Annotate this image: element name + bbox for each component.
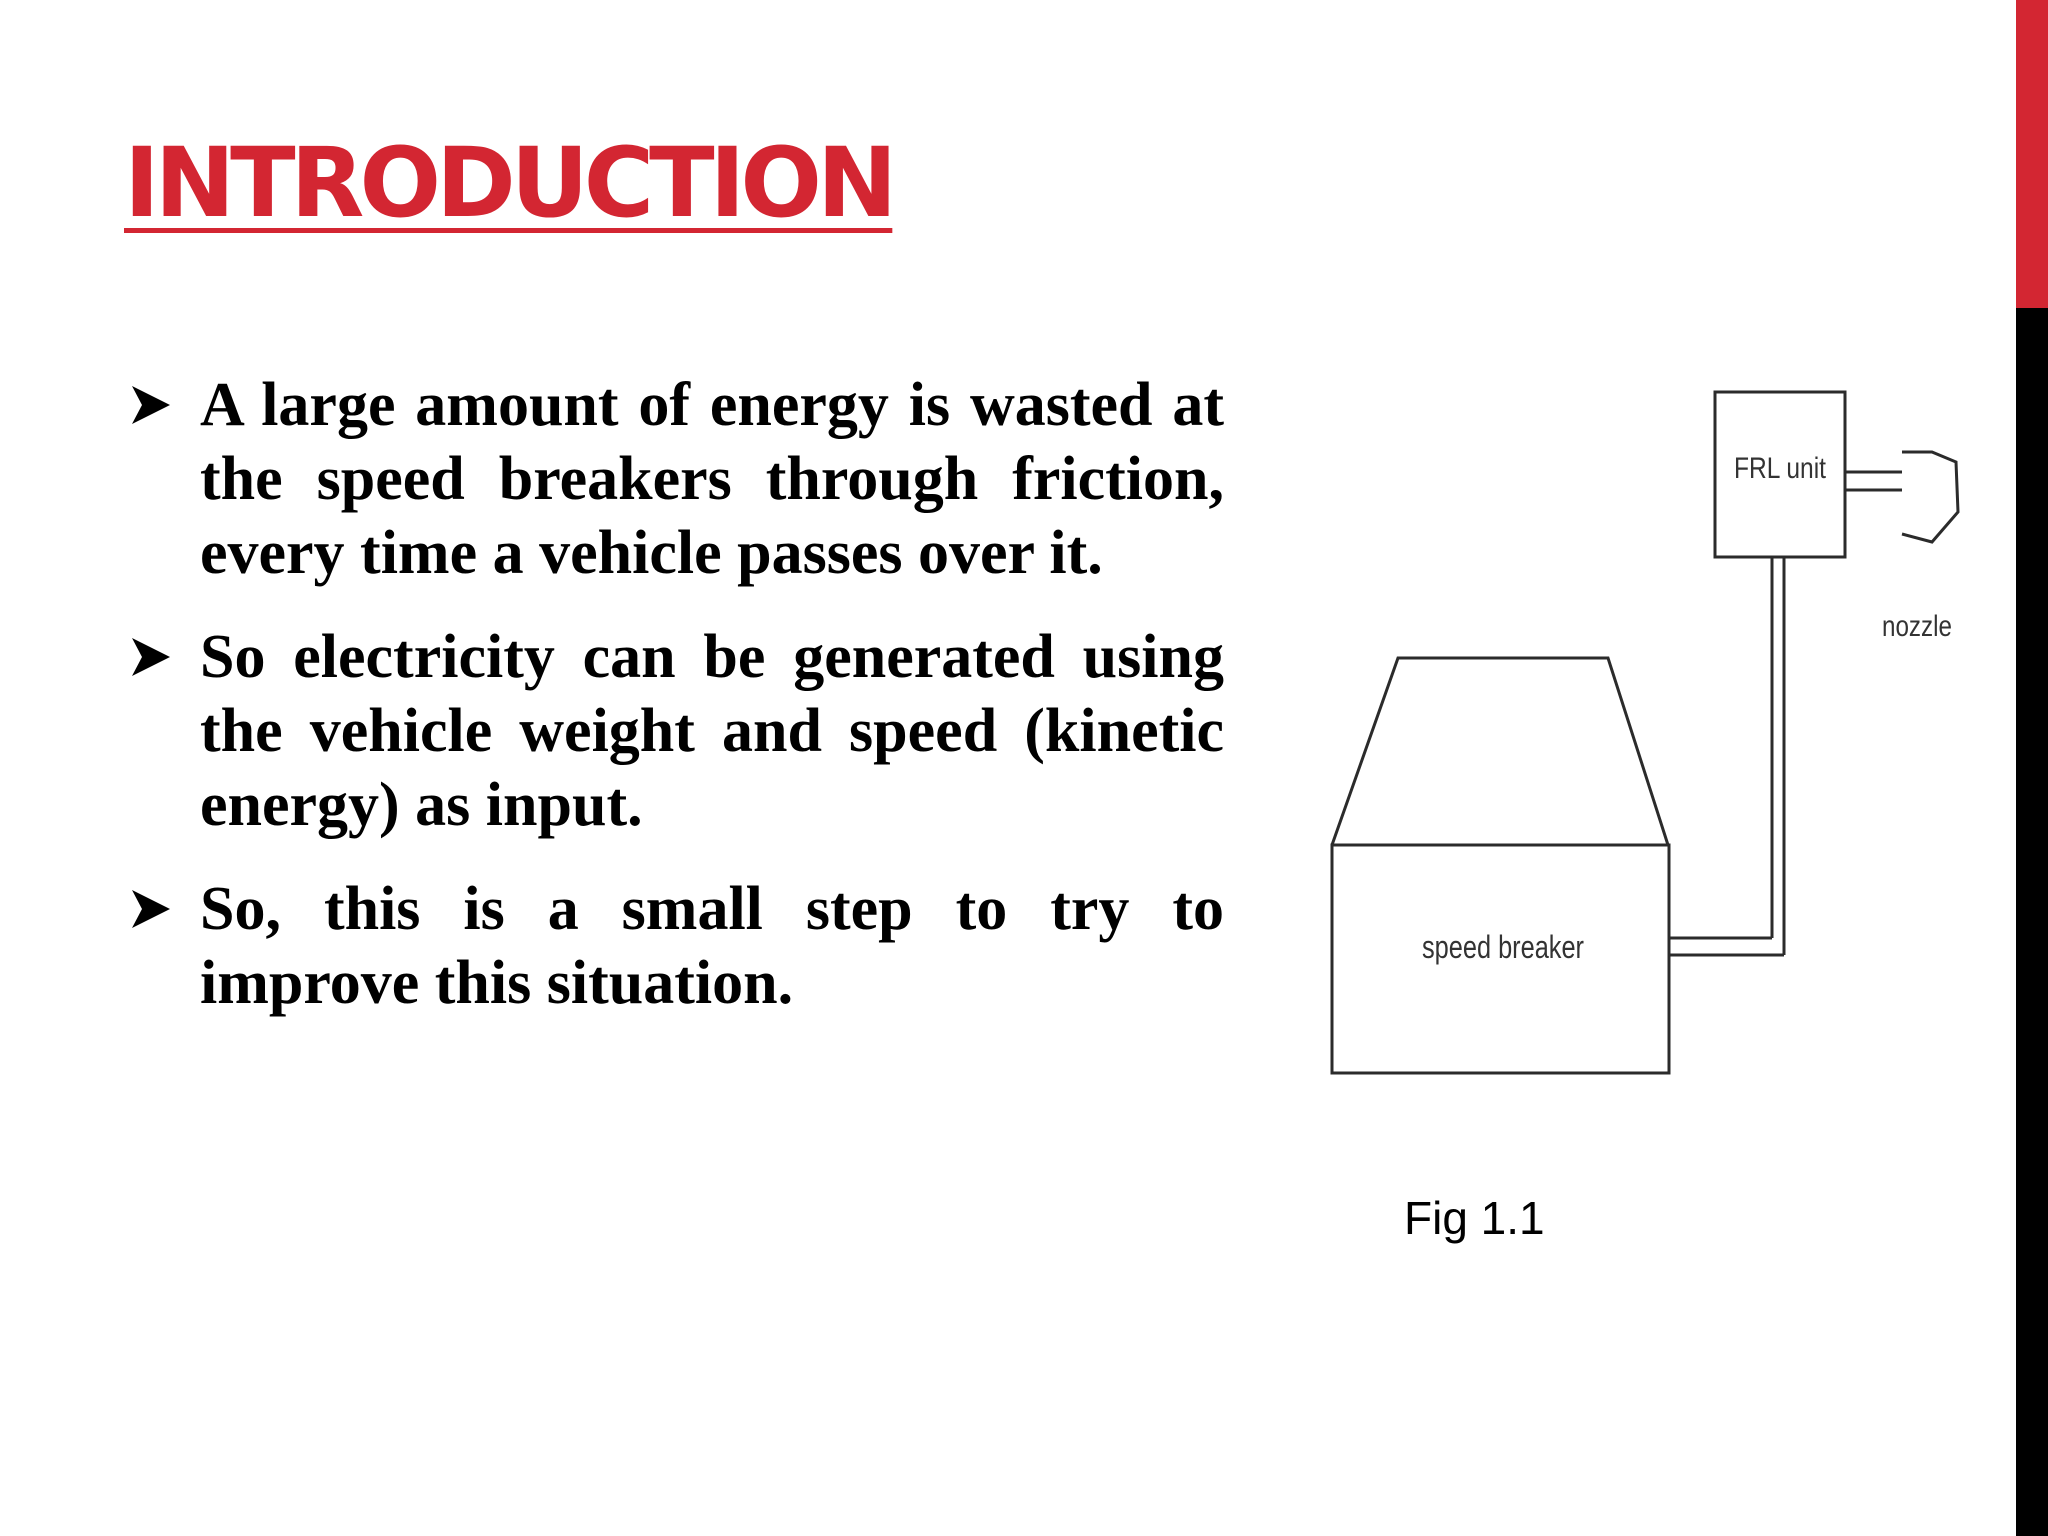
arrow-bullet-icon — [132, 890, 170, 928]
bullet-list: A large amount of energy is wasted at th… — [124, 368, 1224, 1050]
speed-breaker-box — [1330, 843, 1671, 1075]
speed-breaker-label: speed breaker — [1422, 929, 1584, 965]
bullet-item: So electricity can be generated using th… — [124, 620, 1224, 842]
arrow-bullet-icon — [132, 638, 170, 676]
bullet-item: A large amount of energy is wasted at th… — [124, 368, 1224, 590]
nozzle-shape — [1901, 450, 1960, 544]
bullet-text: So electricity can be generated using th… — [200, 623, 1224, 839]
bullet-item: So, this is a small step to try to impro… — [124, 872, 1224, 1020]
frl-unit-box — [1713, 390, 1847, 559]
side-accent-bar-red — [2016, 0, 2048, 308]
figure-caption: Fig 1.1 — [1404, 1192, 1545, 1244]
frl-unit-label: FRL unit — [1734, 452, 1827, 485]
nozzle-label: nozzle — [1882, 610, 1952, 643]
bullet-text: So, this is a small step to try to impro… — [200, 875, 1224, 1017]
arrow-bullet-icon — [132, 386, 170, 424]
slide-title: INTRODUCTION — [124, 127, 897, 239]
speed-breaker-hump — [1330, 656, 1670, 846]
speed-breaker-diagram: FRL unit nozzle speed breaker — [1330, 390, 1960, 1075]
bullet-text: A large amount of energy is wasted at th… — [200, 371, 1224, 587]
side-accent-bar-black — [2016, 308, 2048, 1536]
